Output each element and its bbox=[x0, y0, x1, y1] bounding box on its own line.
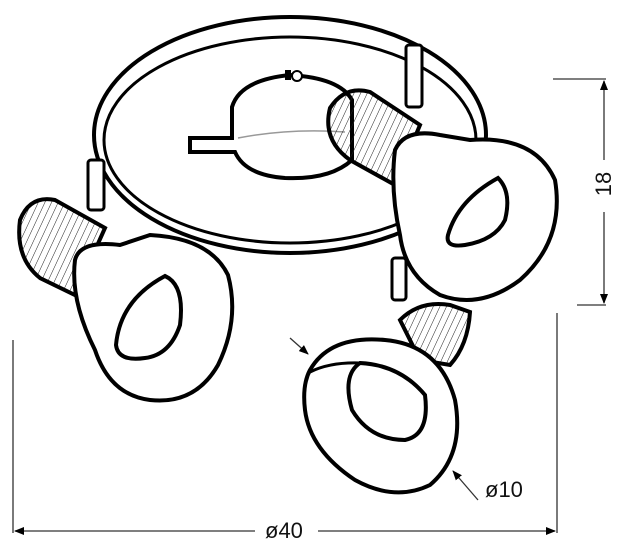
spot-lamp-bottom bbox=[302, 302, 473, 495]
dimension-lines bbox=[12, 78, 608, 535]
spot-lamp-left bbox=[17, 197, 235, 403]
spot-diameter-label: ø10 bbox=[485, 477, 523, 502]
connector-rods bbox=[86, 43, 424, 302]
spot-leader-arrow-top bbox=[289, 337, 309, 355]
spot-leader-arrow-bottom bbox=[452, 470, 479, 501]
overall-diameter-label: ø40 bbox=[262, 520, 306, 542]
spot-lamp-right bbox=[326, 88, 559, 302]
height-label: 18 bbox=[591, 167, 616, 201]
